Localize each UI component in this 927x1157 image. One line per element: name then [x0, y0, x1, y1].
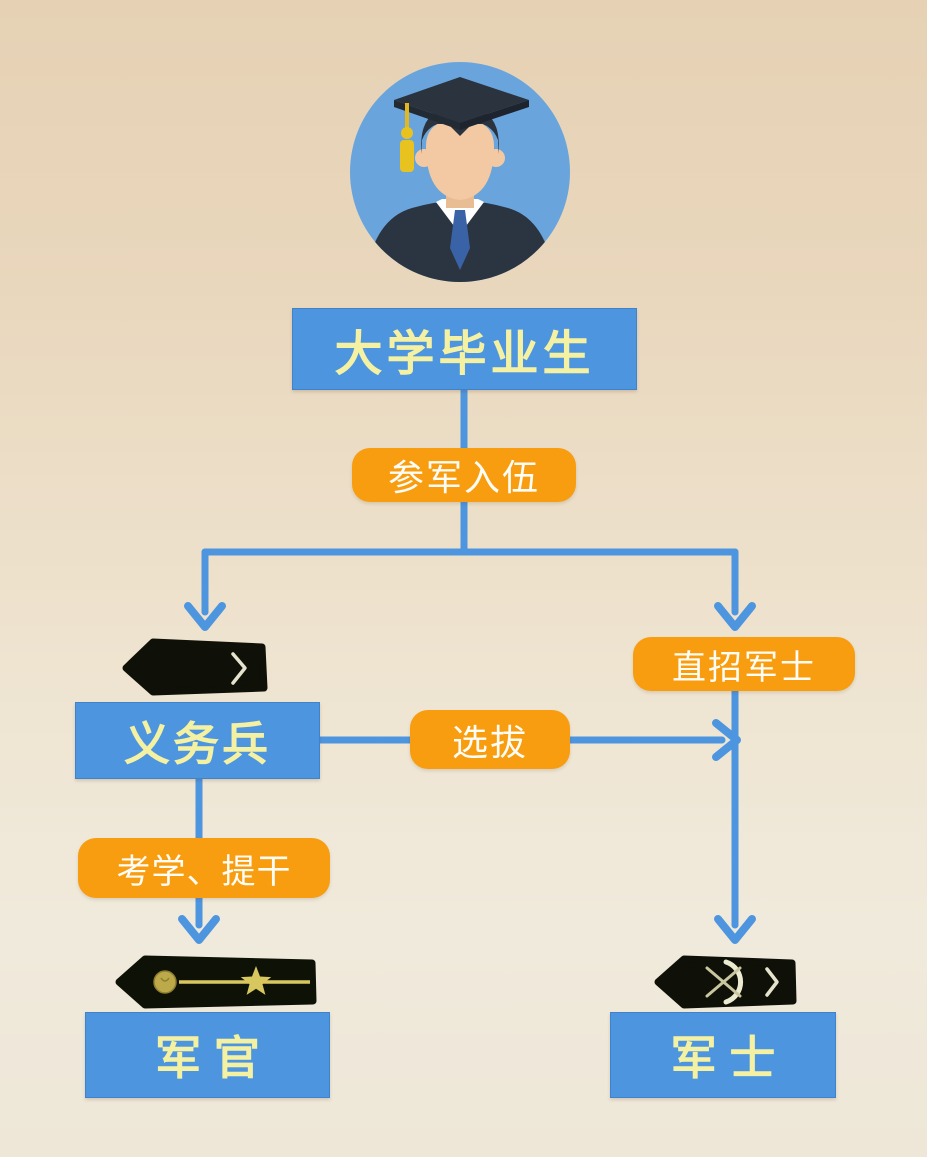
- node-university-graduate: 大学毕业生: [292, 308, 637, 390]
- conscript-epaulette-icon: [120, 633, 270, 701]
- graduate-avatar-icon: [350, 62, 570, 282]
- officer-epaulette-icon: [113, 953, 320, 1011]
- node-direct-recruited-sergeant: 直招军士: [633, 637, 855, 691]
- node-enlist: 参军入伍: [352, 448, 576, 502]
- arrowhead-right-selection: [712, 719, 741, 761]
- node-officer: 军 官: [85, 1012, 330, 1098]
- sergeant-epaulette-icon: [652, 953, 800, 1011]
- node-conscript: 义务兵: [75, 702, 320, 779]
- node-sergeant: 军 士: [610, 1012, 836, 1098]
- arrowhead-down-left-branch: [184, 602, 226, 631]
- node-selection: 选拔: [410, 710, 570, 769]
- arrowhead-down-right-branch: [714, 602, 756, 631]
- arrowhead-down-sergeant: [714, 915, 756, 944]
- node-exam-and-promotion: 考学、提干: [78, 838, 330, 898]
- arrowhead-down-officer: [178, 915, 220, 944]
